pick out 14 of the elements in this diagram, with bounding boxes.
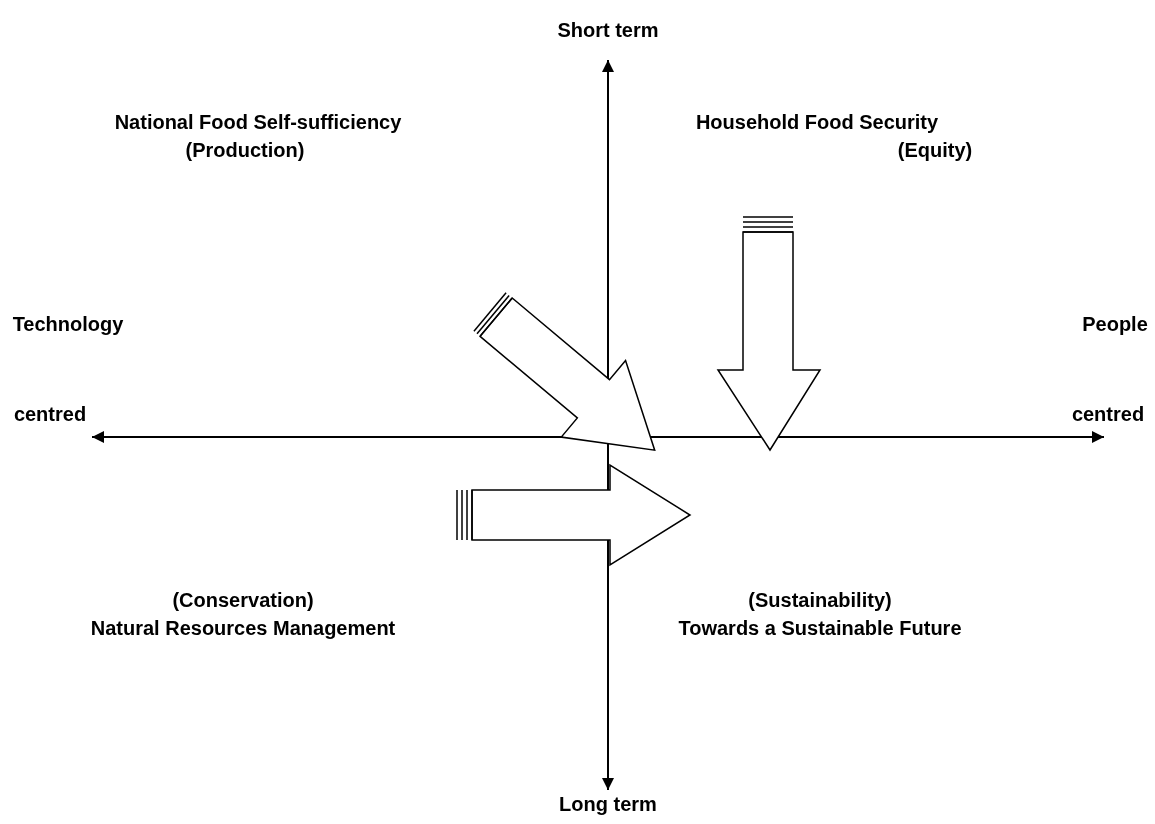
quadrant-subtitle: (Production) <box>185 138 305 162</box>
axis-label: Technology <box>12 312 124 336</box>
quadrant-title: National Food Self-sufficiency <box>114 110 402 134</box>
quadrant-title: Towards a Sustainable Future <box>678 616 962 640</box>
axis-label: centred <box>1071 402 1145 426</box>
axis-label: centred <box>13 402 87 426</box>
axis-label: People <box>1082 312 1148 336</box>
quadrant-title: Household Food Security <box>695 110 939 134</box>
quadrant-title: Natural Resources Management <box>90 616 396 640</box>
quadrant-subtitle: (Conservation) <box>172 588 314 612</box>
axis-label: Long term <box>559 792 657 816</box>
axis-label: Short term <box>557 18 659 42</box>
quadrant-subtitle: (Equity) <box>897 138 973 162</box>
quadrant-subtitle: (Sustainability) <box>748 588 892 612</box>
